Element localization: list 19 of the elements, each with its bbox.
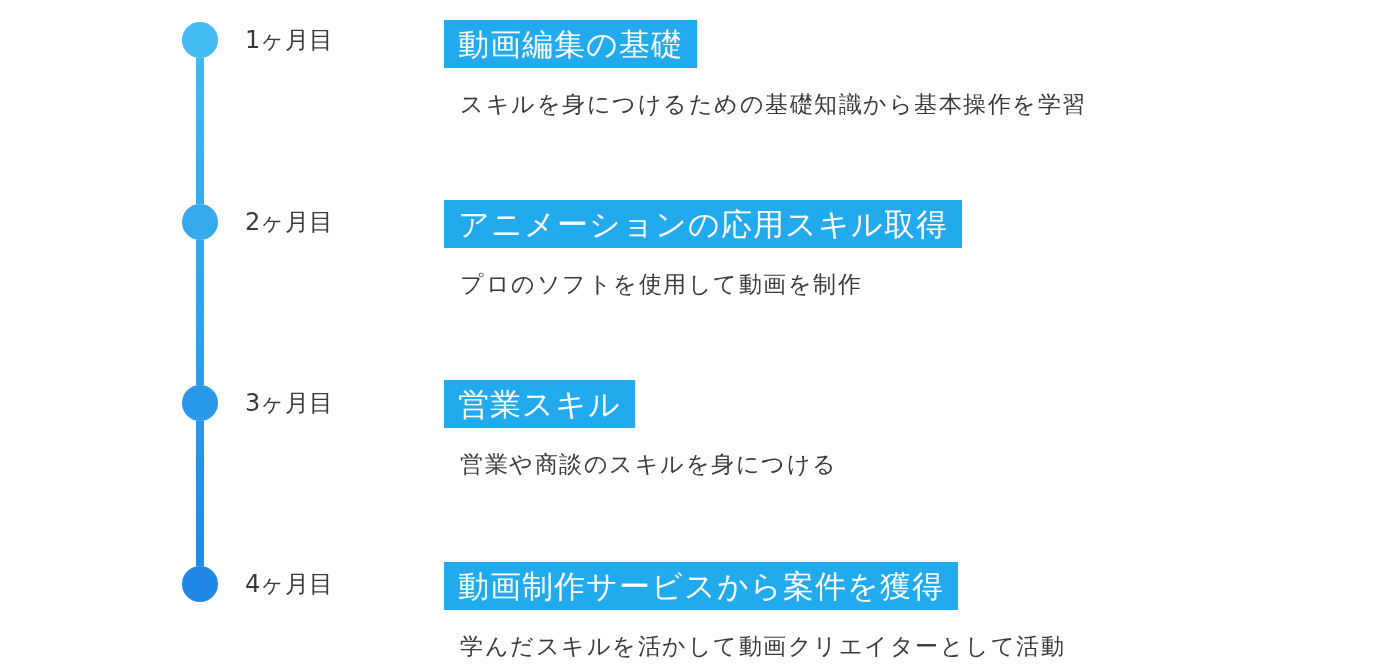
timeline-dot (182, 566, 218, 602)
timeline-connector (196, 240, 204, 385)
month-label: 4ヶ月目 (245, 569, 334, 599)
step-heading: アニメーションの応用スキル取得 (444, 200, 962, 248)
timeline-connector (196, 58, 204, 204)
timeline-dot (182, 22, 218, 58)
step-heading: 営業スキル (444, 380, 635, 428)
step-description: スキルを身につけるための基礎知識から基本操作を学習 (460, 90, 1087, 119)
month-label: 2ヶ月目 (245, 207, 334, 237)
step-description: 学んだスキルを活かして動画クリエイターとして活動 (460, 632, 1065, 661)
timeline-dot (182, 204, 218, 240)
step-heading: 動画編集の基礎 (444, 20, 697, 68)
timeline-dot (182, 385, 218, 421)
step-heading: 動画制作サービスから案件を獲得 (444, 562, 958, 610)
timeline-connector (196, 421, 204, 566)
step-description: プロのソフトを使用して動画を制作 (460, 270, 862, 299)
month-label: 3ヶ月目 (245, 388, 334, 418)
step-description: 営業や商談のスキルを身につける (460, 450, 838, 479)
month-label: 1ヶ月目 (245, 25, 334, 55)
